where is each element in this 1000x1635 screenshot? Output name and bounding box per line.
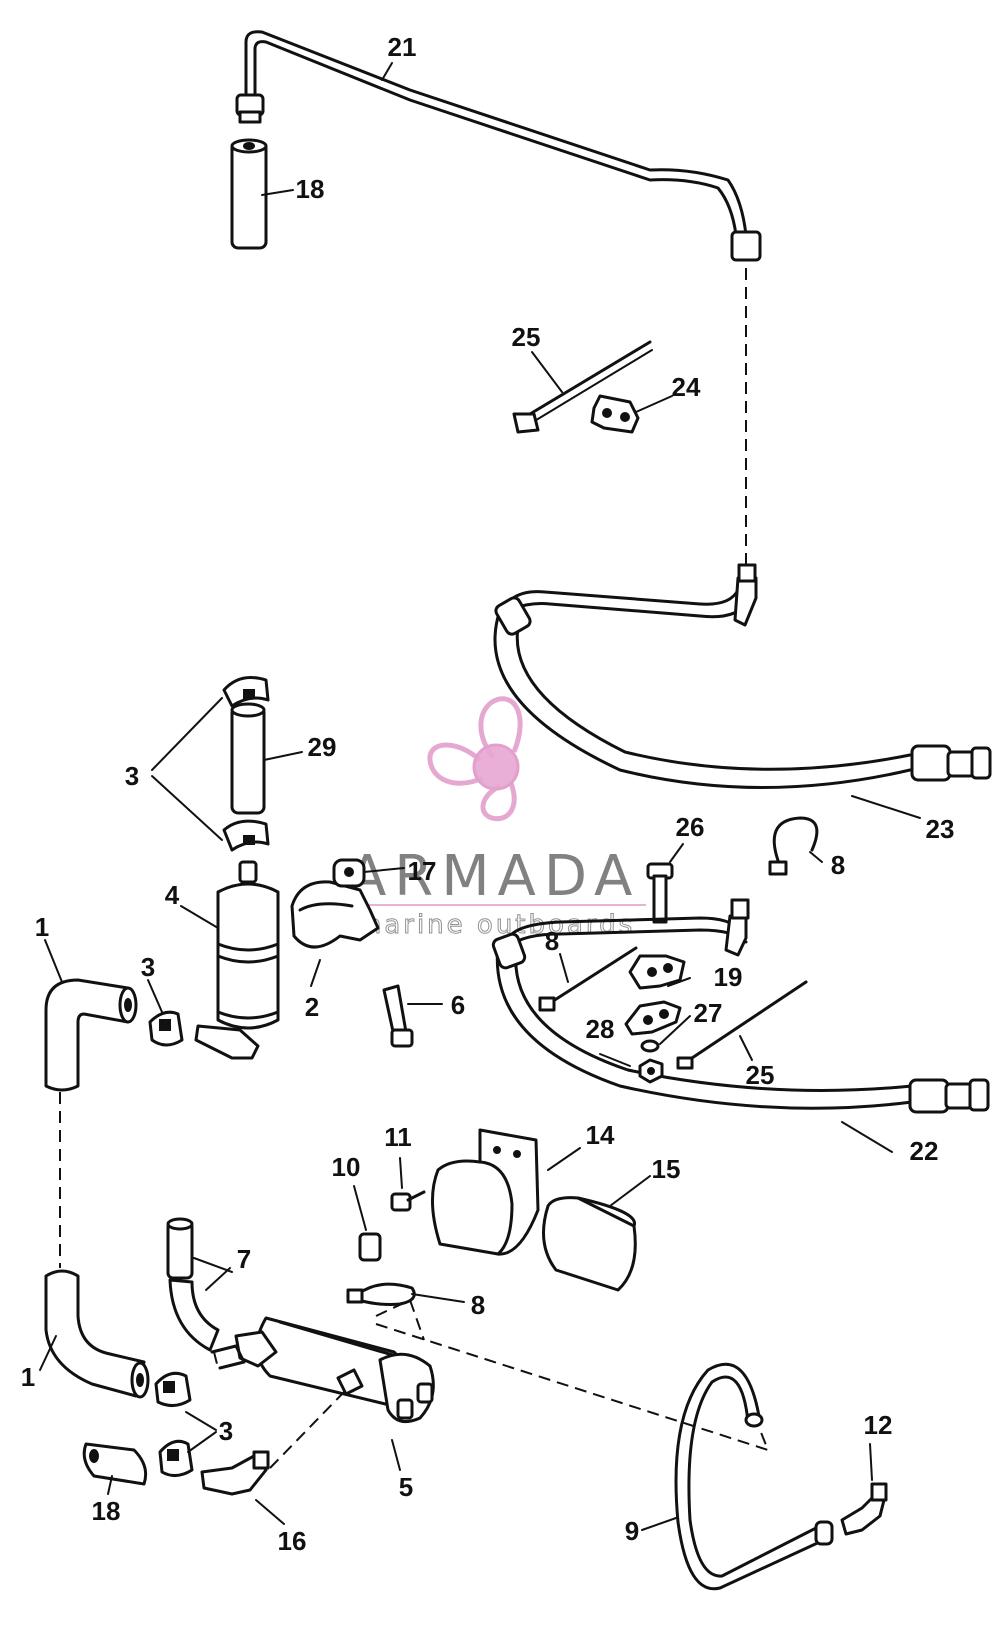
part-16-elbow-fitting: [200, 1450, 270, 1496]
callout-labels: 21 18 25 24 3 29 23 26 8 17 4 1 3 2 6 8 …: [21, 32, 955, 1556]
part-7-hose: [166, 1217, 220, 1352]
connection-line-16-5: [269, 1389, 347, 1469]
callout-3: 3: [219, 1416, 233, 1446]
propeller-logo-icon: [427, 696, 523, 822]
watermark: ARMADA marine outboards: [348, 696, 646, 941]
part-24-grommet: [590, 394, 640, 434]
part-25-tie-strap-top: [512, 340, 653, 434]
callout-1: 1: [21, 1362, 35, 1392]
part-1-elbow-hose-upper: [44, 978, 138, 1092]
part-3-clamp-middle: [148, 1010, 184, 1047]
part-11-screw: [390, 1190, 426, 1212]
part-18-hose-top: [230, 138, 268, 250]
connection-line-7-5: [213, 1351, 219, 1369]
callout-2: 2: [305, 992, 319, 1022]
callout-23: 23: [926, 814, 955, 844]
part-14-bracket: [430, 1128, 540, 1256]
callout-22: 22: [910, 1136, 939, 1166]
callout-18: 18: [92, 1496, 121, 1526]
part-22-fuel-hose-lower: [491, 898, 990, 1114]
callout-3: 3: [125, 761, 139, 791]
part-8-tie-strap-middle: [538, 946, 638, 1012]
part-3-clamps-top: [151, 676, 270, 852]
callout-7: 7: [237, 1244, 251, 1274]
callout-25: 25: [512, 322, 541, 352]
leader-lines: [39, 62, 921, 1531]
part-21-metal-fuel-line: [235, 30, 762, 262]
callout-29: 29: [308, 732, 337, 762]
callout-8: 8: [471, 1290, 485, 1320]
callout-26: 26: [676, 812, 705, 842]
part-15-sleeve: [542, 1196, 637, 1292]
part-17-nut: [332, 858, 366, 888]
part-8-clamp-right: [768, 816, 819, 876]
callout-11: 11: [384, 1122, 412, 1152]
connection-line-5-8: [375, 1298, 425, 1341]
part-12-fitting: [840, 1482, 888, 1536]
part-9-hose-loop: [674, 1362, 834, 1591]
part-6-bolt: [382, 984, 414, 1048]
part-26-bolt: [646, 862, 674, 924]
callout-12: 12: [864, 1410, 893, 1440]
connection-line-5-9: [375, 1323, 770, 1452]
callout-19: 19: [714, 962, 743, 992]
callout-9: 9: [625, 1516, 639, 1546]
callout-21: 21: [388, 32, 417, 62]
part-27-washer: [640, 1039, 660, 1053]
part-8-clamp-lower: [346, 1282, 416, 1306]
part-29-hose-short: [230, 702, 266, 815]
part-18-hose-lower: [82, 1442, 148, 1486]
part-19-clamp-halves: [624, 954, 686, 1036]
callout-10: 10: [332, 1152, 361, 1182]
callout-18: 18: [296, 174, 325, 204]
callout-27: 27: [694, 998, 723, 1028]
part-23-fuel-hose-upper: [493, 563, 992, 789]
watermark-tagline: marine outboards: [356, 910, 635, 940]
callout-3: 3: [141, 952, 155, 982]
callout-1: 1: [35, 912, 49, 942]
callout-15: 15: [652, 1154, 681, 1184]
part-1-elbow-hose-lower: [44, 1269, 150, 1399]
callout-14: 14: [586, 1120, 615, 1150]
part-4-fuel-filter: [194, 860, 280, 1060]
callout-24: 24: [672, 372, 701, 402]
part-3-clamps-lower: [154, 1371, 194, 1477]
callout-17: 17: [408, 856, 437, 886]
callout-4: 4: [165, 880, 180, 910]
callout-28: 28: [586, 1014, 615, 1044]
callout-8: 8: [831, 850, 845, 880]
callout-6: 6: [451, 990, 465, 1020]
part-10-cap: [358, 1232, 382, 1262]
watermark-brand-name: ARMADA: [348, 844, 640, 909]
callout-16: 16: [278, 1526, 307, 1556]
part-5-filter-housing: [210, 1316, 435, 1424]
part-28-nut: [638, 1058, 664, 1084]
part-25-tie-strap-lower: [676, 980, 808, 1070]
part-2-mounting-bracket: [290, 880, 380, 949]
callout-5: 5: [399, 1472, 413, 1502]
callout-8: 8: [545, 926, 559, 956]
callout-25: 25: [746, 1060, 775, 1090]
